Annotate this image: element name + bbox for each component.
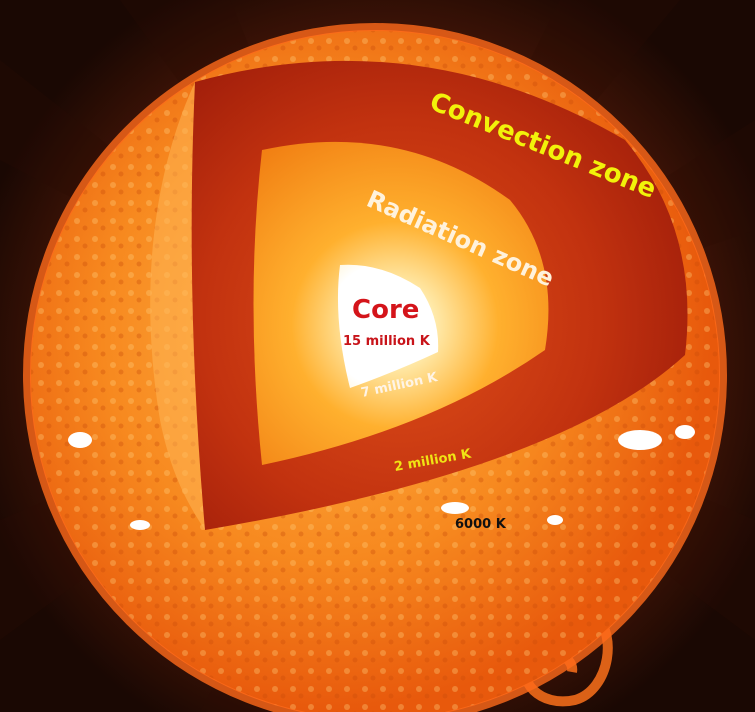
core-label: Core	[352, 295, 419, 325]
bright-flares	[68, 425, 695, 530]
surface-temperature-label: 6000 K	[455, 517, 507, 532]
core-temperature-label: 15 million K	[343, 334, 431, 349]
sun-limb	[23, 23, 727, 712]
cutaway-left-face	[150, 82, 205, 530]
core	[337, 264, 439, 388]
